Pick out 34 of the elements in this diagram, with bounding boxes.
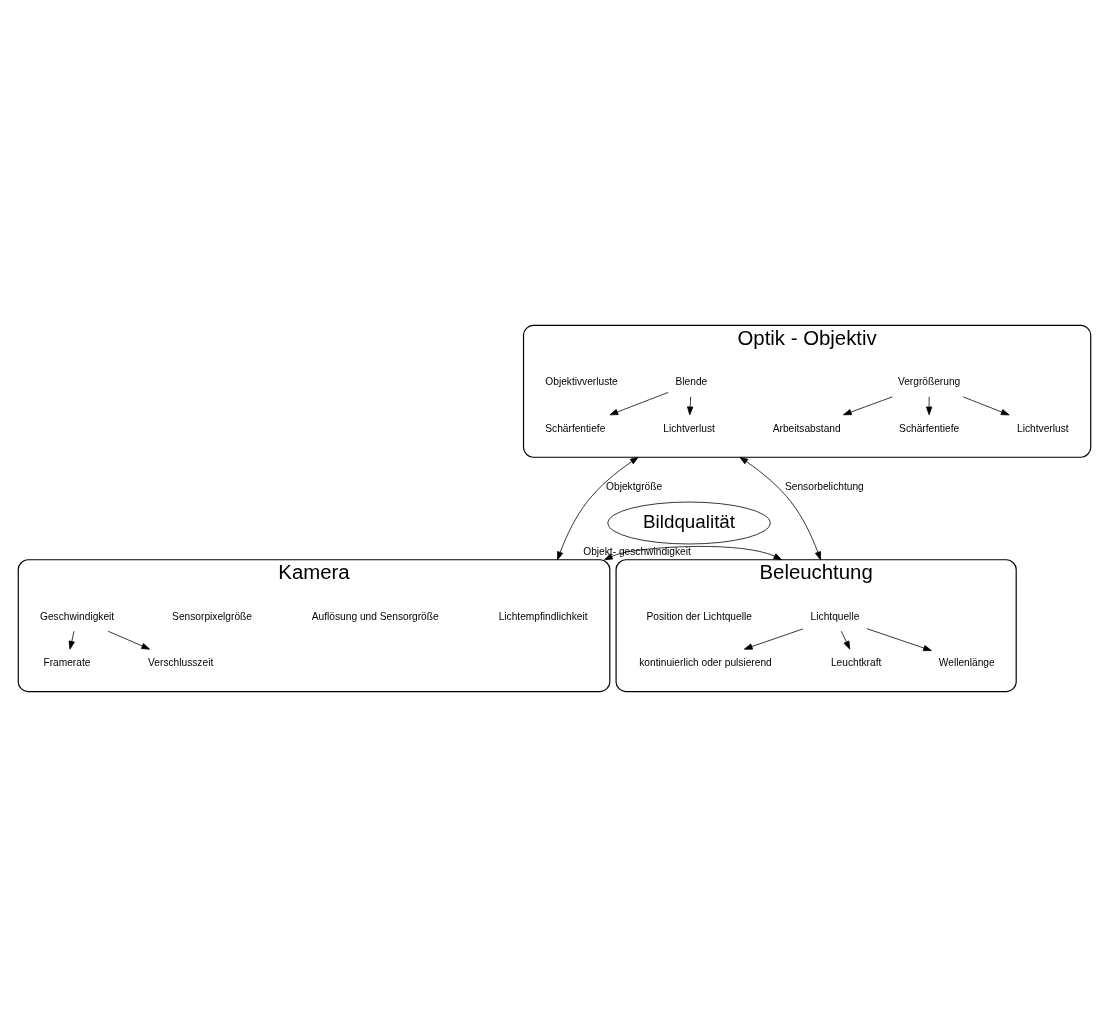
node-text: Lichtquelle [810, 610, 860, 622]
node-text: Objektivverluste [545, 375, 618, 387]
arrow [739, 456, 821, 560]
node-text: Lichtverlust [663, 422, 715, 434]
arrow [866, 627, 932, 651]
arrow [557, 456, 639, 560]
node-text: Schärfentiefe [545, 422, 606, 434]
node-text: Lichtempfindlichkeit [498, 610, 588, 622]
node-text: Arbeitsabstand [772, 422, 841, 434]
arrow [68, 630, 75, 650]
edge-label: Sensorbelichtung [785, 480, 864, 492]
node-text: Verschlusszeit [148, 656, 214, 668]
node-text: Geschwindigkeit [40, 610, 115, 622]
node-text: Framerate [43, 656, 91, 668]
node-text: kontinuierlich oder pulsierend [639, 656, 772, 668]
arrow [843, 396, 893, 415]
node-text: Position der Lichtquelle [646, 610, 752, 622]
node-text: Sensorpixelgröße [172, 610, 252, 622]
node-text: Leuchtkraft [830, 656, 882, 668]
edge-label: Objektgröße [606, 480, 663, 492]
node-text: Auflösung und Sensorgröße [311, 610, 439, 622]
arrow [687, 396, 694, 415]
node-text: Blende [675, 375, 708, 387]
node-ellipse: Bildqualität [607, 501, 771, 544]
arrow [926, 396, 933, 415]
arrow [840, 630, 851, 650]
arrow [962, 396, 1010, 415]
node-text: Lichtverlust [1017, 422, 1069, 434]
arrow [609, 391, 669, 415]
arrow [743, 628, 804, 650]
node-text: Wellenlänge [938, 656, 995, 668]
node-text: Schärfentiefe [899, 422, 960, 434]
arrow [107, 630, 150, 650]
node-text: Vergrößerung [897, 375, 961, 387]
